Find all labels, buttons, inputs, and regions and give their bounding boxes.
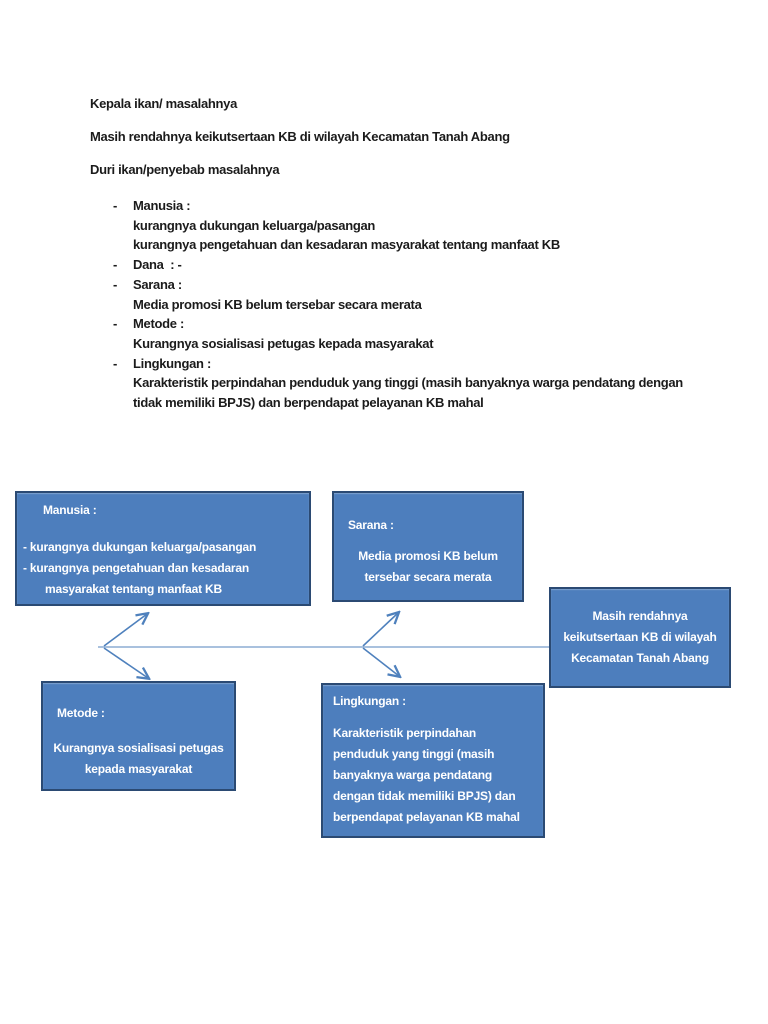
branch-arrow-lingkungan bbox=[362, 647, 399, 676]
effect-box-problem: Masih rendahnya keikutsertaan KB di wila… bbox=[549, 587, 731, 688]
cause-detail: Media promosi KB belum tersebar secara m… bbox=[133, 296, 422, 312]
list-item-sarana: - Sarana : Media promosi KB belum terseb… bbox=[113, 275, 683, 314]
cause-box-lingkungan: Lingkungan : Karakteristik perpindahan p… bbox=[321, 683, 545, 838]
box-line: kepada masyarakat bbox=[84, 762, 193, 776]
box-line: dengan tidak memiliki BPJS) dan bbox=[333, 789, 516, 803]
box-line: Kecamatan Tanah Abang bbox=[571, 651, 709, 665]
problem-statement: Masih rendahnya keikutsertaan KB di wila… bbox=[90, 129, 510, 144]
cause-detail: kurangnya pengetahuan dan kesadaran masy… bbox=[133, 237, 560, 253]
cause-detail: tidak memiliki BPJS) dan berpendapat pel… bbox=[133, 395, 484, 411]
box-line: masyarakat tentang manfaat KB bbox=[45, 582, 222, 596]
bullet-dash: - bbox=[113, 198, 118, 213]
cause-detail: kurangnya dukungan keluarga/pasangan bbox=[133, 217, 376, 233]
causes-list: - Manusia : kurangnya dukungan keluarga/… bbox=[113, 196, 683, 413]
cause-box-manusia: Manusia : - kurangnya dukungan keluarga/… bbox=[15, 491, 311, 606]
list-item-lingkungan: - Lingkungan : Karakteristik perpindahan… bbox=[113, 354, 683, 413]
box-line: Karakteristik perpindahan bbox=[333, 726, 477, 740]
box-line: keikutsertaan KB di wilayah bbox=[563, 630, 717, 644]
box-line: Media promosi KB belum bbox=[358, 549, 498, 563]
cause-label: Dana : - bbox=[133, 257, 182, 273]
cause-box-metode: Metode : Kurangnya sosialisasi petugas k… bbox=[41, 681, 236, 791]
box-line: banyaknya warga pendatang bbox=[333, 768, 493, 782]
box-line: tersebar secara merata bbox=[364, 570, 492, 584]
cause-detail: Kurangnya sosialisasi petugas kepada mas… bbox=[133, 335, 434, 351]
bullet-dash: - bbox=[113, 257, 118, 273]
branch-arrow-sarana bbox=[362, 613, 398, 647]
box-title: Metode : bbox=[57, 706, 105, 720]
list-item-dana: - Dana : - bbox=[113, 255, 683, 275]
document-text-block: Kepala ikan/ masalahnya Masih rendahnya … bbox=[90, 94, 683, 413]
box-line: berpendapat pelayanan KB mahal bbox=[333, 810, 520, 824]
box-line: Masih rendahnya bbox=[592, 609, 688, 623]
cause-label: Sarana : bbox=[133, 276, 182, 292]
fish-head-label: Kepala ikan/ masalahnya bbox=[90, 96, 238, 111]
fish-bones-label: Duri ikan/penyebab masalahnya bbox=[90, 162, 280, 177]
cause-label: Lingkungan : bbox=[133, 355, 211, 371]
bullet-dash: - bbox=[113, 355, 118, 371]
branch-arrow-metode bbox=[103, 647, 148, 678]
cause-label: Manusia : bbox=[133, 198, 191, 213]
list-item-metode: - Metode : Kurangnya sosialisasi petugas… bbox=[113, 314, 683, 353]
cause-box-sarana: Sarana : Media promosi KB belum tersebar… bbox=[332, 491, 524, 602]
cause-label: Metode : bbox=[133, 316, 185, 332]
box-line: penduduk yang tinggi (masih bbox=[333, 747, 495, 761]
box-line: - kurangnya pengetahuan dan kesadaran bbox=[23, 561, 249, 575]
branch-arrow-manusia bbox=[103, 614, 147, 647]
box-title: Sarana : bbox=[348, 518, 394, 532]
box-title: Lingkungan : bbox=[333, 694, 406, 708]
list-item-manusia: - Manusia : kurangnya dukungan keluarga/… bbox=[113, 196, 683, 255]
box-title: Manusia : bbox=[43, 503, 97, 517]
bullet-dash: - bbox=[113, 276, 118, 292]
cause-detail: Karakteristik perpindahan penduduk yang … bbox=[133, 375, 683, 391]
bullet-dash: - bbox=[113, 316, 118, 332]
box-line: - kurangnya dukungan keluarga/pasangan bbox=[23, 540, 257, 554]
box-line: Kurangnya sosialisasi petugas bbox=[53, 741, 224, 755]
